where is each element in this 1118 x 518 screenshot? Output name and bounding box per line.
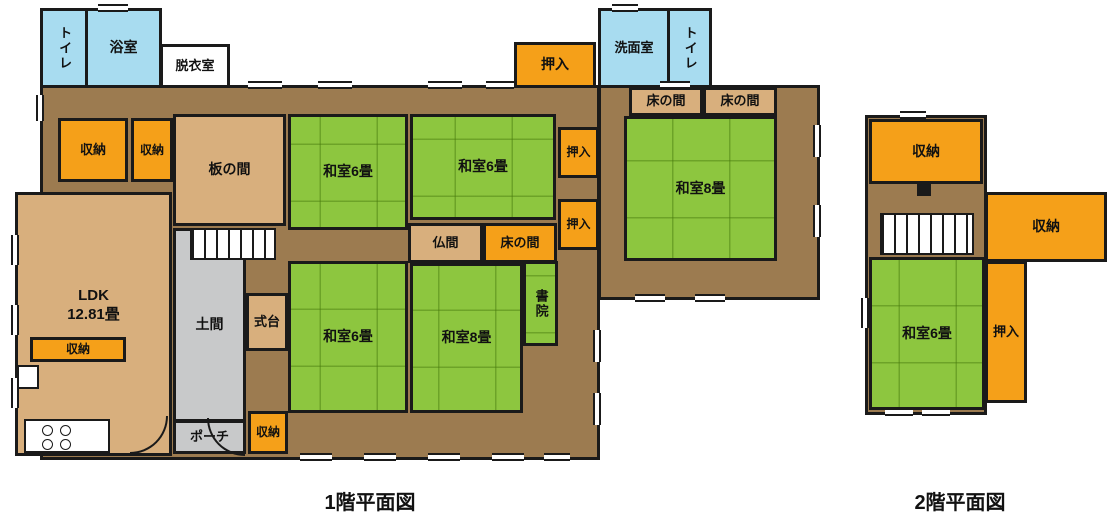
window-mark xyxy=(813,205,821,237)
window-mark xyxy=(318,81,352,89)
window-mark xyxy=(428,81,462,89)
room-label: 浴室 xyxy=(109,39,138,56)
window-mark xyxy=(364,453,396,461)
room-storage2-top: 収納 xyxy=(869,119,983,184)
stair-landing-mark xyxy=(917,184,931,196)
room-label: 収納 xyxy=(79,141,106,157)
window-mark xyxy=(922,408,950,416)
room-label: 和室6畳 xyxy=(323,163,373,180)
room-label: 式台 xyxy=(253,313,280,329)
room-storage-left-b: 収納 xyxy=(131,118,173,182)
window-mark xyxy=(635,294,665,302)
room-label: 書院 xyxy=(533,288,549,319)
window-mark xyxy=(695,294,725,302)
room-label: 押入 xyxy=(566,217,591,231)
room-butsuma: 仏間 xyxy=(408,223,483,263)
stove-burner xyxy=(60,439,71,450)
window-mark xyxy=(593,393,601,425)
room-storage-ldk: 収納 xyxy=(30,337,126,362)
room-tokonoma-right-a: 床の間 xyxy=(629,87,703,116)
room-bathroom: 浴室 xyxy=(85,8,162,88)
window-mark xyxy=(861,298,869,328)
room-washroom: 洗面室 xyxy=(598,8,670,88)
floor2-caption: 2階平面図 xyxy=(914,492,1006,514)
window-mark xyxy=(544,453,570,461)
window-mark xyxy=(612,4,638,12)
window-mark xyxy=(492,453,524,461)
room-shikidai: 式台 xyxy=(246,293,288,351)
room-toilet-left: トイレ xyxy=(40,8,88,88)
room-label: 押入 xyxy=(566,145,591,159)
window-mark xyxy=(36,95,44,121)
room-label: 土間 xyxy=(195,316,224,333)
window-mark xyxy=(11,305,19,335)
room-oshiire-right-a: 押入 xyxy=(558,127,599,178)
stove-burner xyxy=(42,439,53,450)
room-label: トイレ xyxy=(682,25,698,71)
room-dressing-room: 脱衣室 xyxy=(160,44,230,88)
room-itanoma: 板の間 xyxy=(173,114,286,226)
room-label: 収納 xyxy=(65,342,90,356)
room-storage2-right: 収納 xyxy=(985,192,1107,262)
room-label: 押入 xyxy=(541,56,569,73)
room-oshiire-top: 押入 xyxy=(514,42,596,88)
window-mark xyxy=(11,378,19,408)
window-mark xyxy=(428,453,460,461)
room-label: 収納 xyxy=(912,142,940,159)
window-mark xyxy=(885,408,913,416)
room-washitsu6-2f: 和室6畳 xyxy=(869,257,985,410)
window-mark xyxy=(300,453,332,461)
room-toilet-right: トイレ xyxy=(667,8,712,88)
room-tokonoma-center: 床の間 xyxy=(483,223,557,263)
room-oshiire-right-b: 押入 xyxy=(558,199,599,250)
room-label: 脱衣室 xyxy=(175,57,215,73)
window-mark xyxy=(11,235,19,265)
room-label: 板の間 xyxy=(208,161,251,178)
room-label: 仏間 xyxy=(432,234,459,250)
room-label: 和室8畳 xyxy=(441,329,492,346)
stove-burner xyxy=(60,425,71,436)
room-label: 和室6畳 xyxy=(323,328,373,345)
window-mark xyxy=(660,81,690,89)
room-label: 和室6畳 xyxy=(458,158,508,175)
room-washitsu8-lower: 和室8畳 xyxy=(410,263,523,413)
kitchen-sink xyxy=(17,365,39,389)
room-label: 収納 xyxy=(1032,218,1060,235)
room-washitsu6-upper-left: 和室6畳 xyxy=(288,114,408,230)
room-storage-left-a: 収納 xyxy=(58,118,128,182)
staircase-2f xyxy=(880,213,974,255)
room-label: 洗面室 xyxy=(614,39,654,55)
room-label: 和室8畳 xyxy=(675,179,726,196)
room-label: 押入 xyxy=(992,323,1019,339)
room-label: 床の間 xyxy=(646,93,686,109)
room-shoin: 書院 xyxy=(523,261,558,346)
room-label: 床の間 xyxy=(500,234,540,250)
window-mark xyxy=(98,4,128,12)
window-mark xyxy=(486,81,514,89)
room-tokonoma-right-b: 床の間 xyxy=(703,87,777,116)
room-label: LDK 12.81畳 xyxy=(67,287,120,323)
staircase-1f xyxy=(190,228,276,260)
floor1-caption: 1階平面図 xyxy=(324,492,416,514)
stove-burner xyxy=(42,425,53,436)
window-mark xyxy=(813,125,821,157)
room-washitsu8-right: 和室8畳 xyxy=(624,116,777,261)
room-storage-bottom: 収納 xyxy=(248,411,288,454)
room-label: 収納 xyxy=(139,142,164,157)
room-oshiire-2f: 押入 xyxy=(985,261,1027,403)
room-label: トイレ xyxy=(57,25,73,71)
window-mark xyxy=(900,111,926,119)
room-label: 床の間 xyxy=(720,93,760,109)
room-label: 和室6畳 xyxy=(902,324,952,341)
room-washitsu6-upper-right: 和室6畳 xyxy=(410,114,556,220)
window-mark xyxy=(248,81,282,89)
room-label: 収納 xyxy=(255,425,280,439)
room-washitsu6-lower: 和室6畳 xyxy=(288,261,408,413)
window-mark xyxy=(593,330,601,362)
